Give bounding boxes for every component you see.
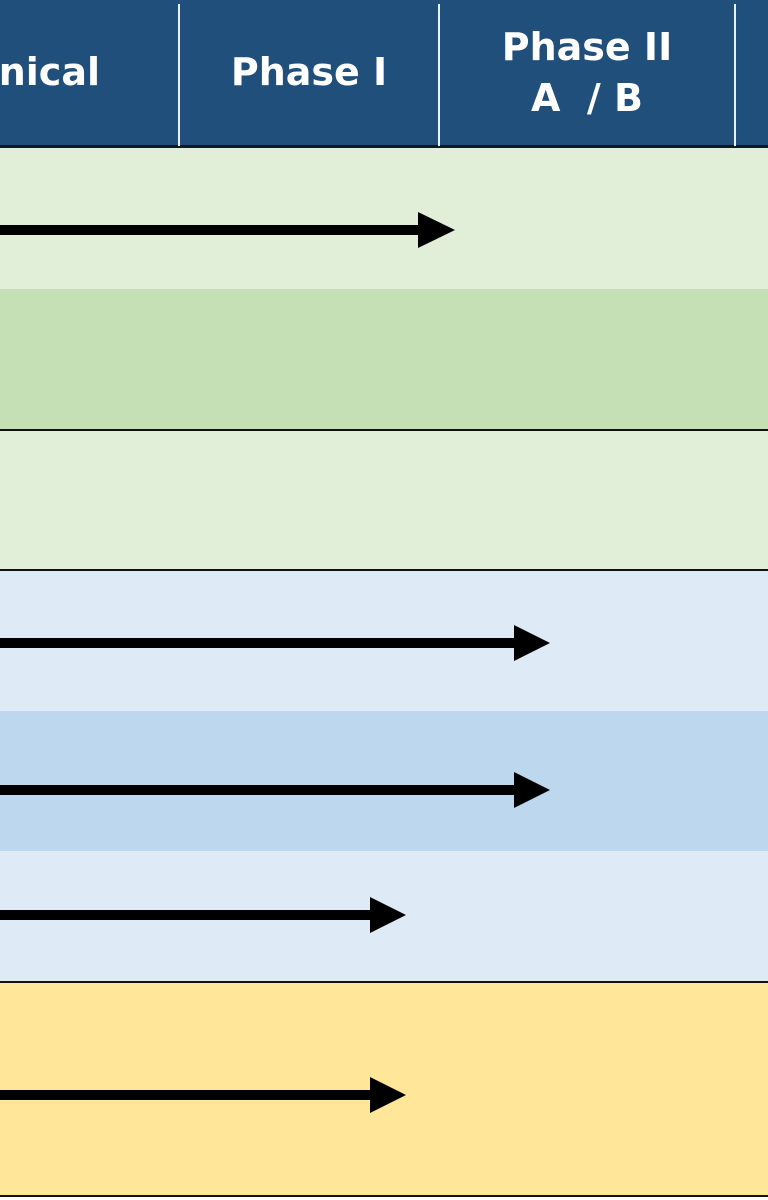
pipeline-row-5 xyxy=(0,711,768,851)
header-preclinical: inical xyxy=(0,0,178,146)
header-divider-2 xyxy=(438,4,440,146)
progress-arrow-7 xyxy=(0,1077,410,1113)
header-bar: inical Phase I Phase II A / B xyxy=(0,0,768,148)
header-phase-ii-label-line1: Phase II xyxy=(501,24,673,69)
progress-arrow-1 xyxy=(0,212,460,248)
pipeline-row-1 xyxy=(0,148,768,289)
header-phase-ii-label-line2: A / B xyxy=(531,76,643,120)
pipeline-row-7 xyxy=(0,983,768,1197)
pipeline-row-3 xyxy=(0,431,768,571)
header-divider-3 xyxy=(734,4,736,146)
pipeline-row-6 xyxy=(0,851,768,983)
header-phase-i-label: Phase I xyxy=(230,50,388,95)
progress-arrow-4 xyxy=(0,625,555,661)
header-phase-i: Phase I xyxy=(180,0,438,146)
header-preclinical-label: inical xyxy=(0,50,100,95)
pipeline-row-2 xyxy=(0,289,768,431)
progress-arrow-5 xyxy=(0,772,555,808)
header-divider-1 xyxy=(178,4,180,146)
progress-arrow-6 xyxy=(0,897,410,933)
pipeline-row-4 xyxy=(0,571,768,711)
header-phase-ii: Phase II A / B xyxy=(440,0,734,146)
